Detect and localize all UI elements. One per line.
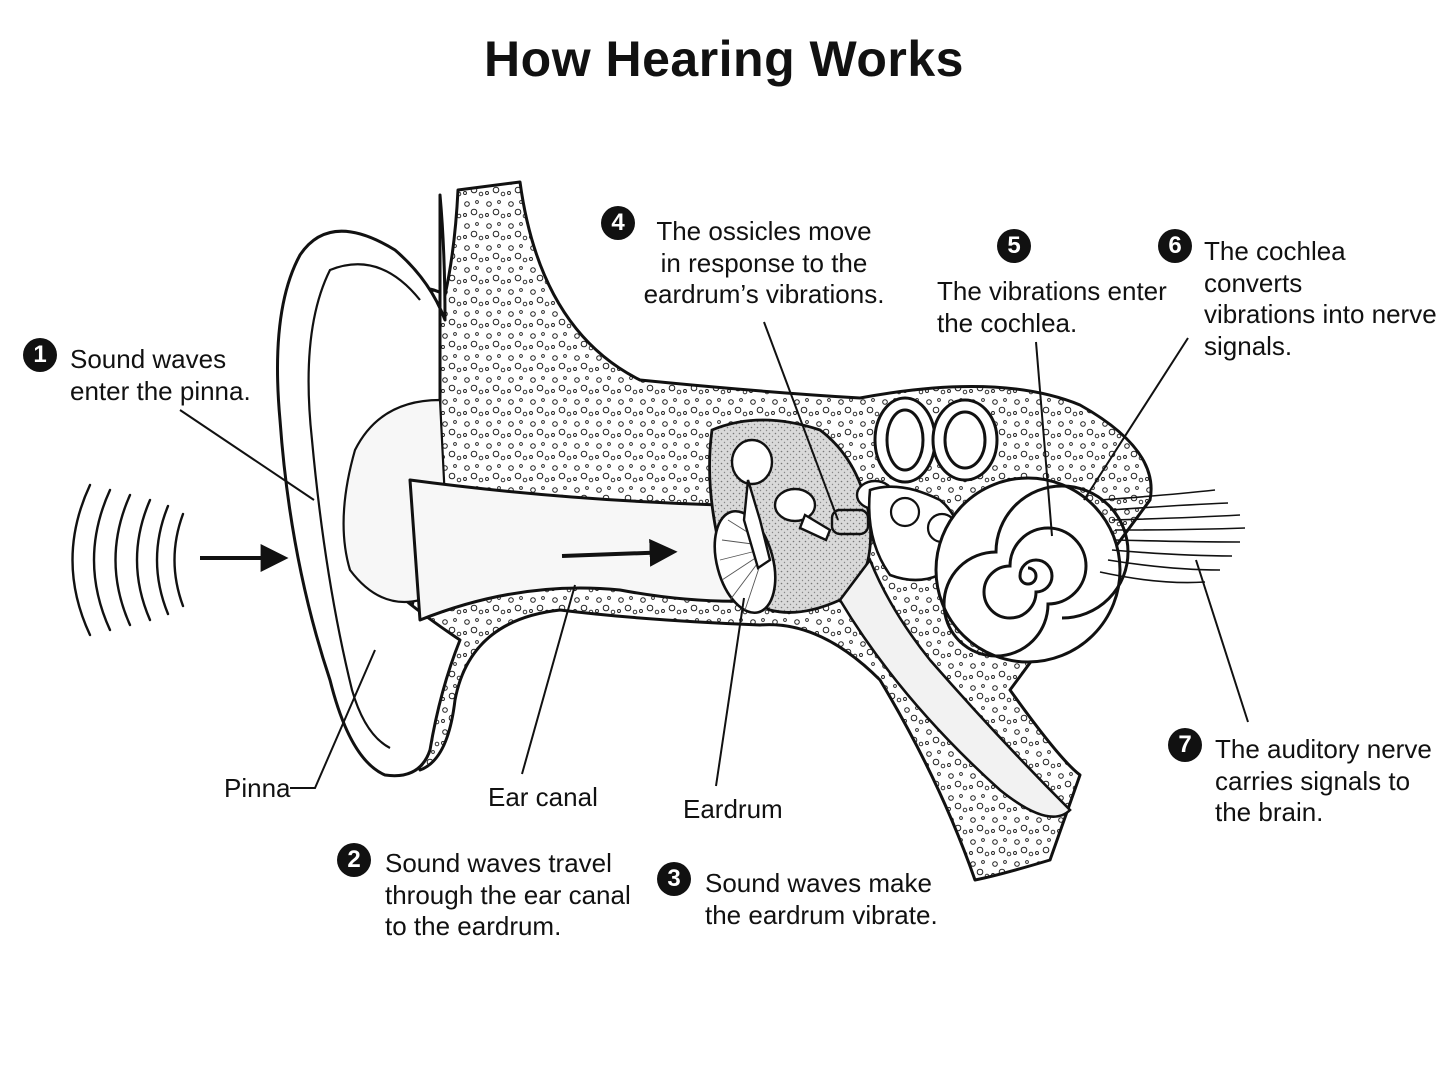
cochlea-shell bbox=[934, 476, 1122, 664]
step-5-line-2: the cochlea. bbox=[937, 307, 1078, 338]
step-1-line-1: Sound waves bbox=[70, 344, 227, 374]
step-4-line-3: eardrum’s vibrations. bbox=[643, 279, 885, 309]
step-4-text: The ossicles move in response to the ear… bbox=[636, 216, 892, 311]
eardrum-label: Eardrum bbox=[683, 794, 783, 824]
pinna-label: Pinna bbox=[224, 773, 291, 803]
semicircular-canals bbox=[873, 396, 999, 484]
eustachian-tube bbox=[838, 557, 1072, 818]
step-6-badge: 6 bbox=[1158, 229, 1192, 263]
step-1-line-2: enter the pinna. bbox=[70, 375, 251, 406]
ear-canal-shape bbox=[408, 478, 772, 622]
step-2-line-3: to the eardrum. bbox=[385, 911, 562, 941]
sound-waves-icon bbox=[71, 483, 185, 637]
step-5-text: The vibrations enter the cochlea. bbox=[937, 276, 1167, 339]
step-5-line-1: The vibrations enter bbox=[937, 276, 1167, 306]
ear-canal-label: Ear canal bbox=[488, 782, 598, 812]
step-2-line-1: Sound waves travel bbox=[385, 848, 612, 878]
step-7-badge: 7 bbox=[1168, 728, 1202, 762]
step-7-line-3: the brain. bbox=[1215, 797, 1324, 827]
incus bbox=[773, 487, 817, 523]
leader-lines bbox=[179, 321, 1249, 789]
step-3-line-1: Sound waves make bbox=[705, 868, 932, 898]
step-7-line-2: carries signals to bbox=[1215, 765, 1411, 796]
step-4-line-2: in response to the bbox=[660, 247, 868, 278]
step-2-badge: 2 bbox=[337, 843, 371, 877]
canal-arrow-icon bbox=[561, 538, 678, 567]
step-2-text: Sound waves travel through the ear canal… bbox=[385, 848, 631, 943]
step-6-line-3: signals. bbox=[1204, 330, 1293, 361]
step-7-line-1: The auditory nerve bbox=[1215, 734, 1432, 764]
step-6-line-2: vibrations into nerve bbox=[1204, 299, 1437, 329]
step-2-line-2: through the ear canal bbox=[385, 879, 631, 910]
step-4-badge: 4 bbox=[601, 206, 635, 240]
malleus bbox=[730, 438, 774, 486]
step-6-text: The cochlea converts vibrations into ner… bbox=[1204, 236, 1448, 362]
step-5-badge: 5 bbox=[997, 229, 1031, 263]
step-3-badge: 3 bbox=[657, 862, 691, 896]
step-1-text: Sound waves enter the pinna. bbox=[70, 344, 251, 407]
step-6-line-1: The cochlea converts bbox=[1204, 236, 1346, 298]
step-4-line-1: The ossicles move bbox=[656, 216, 872, 246]
helix-fold bbox=[307, 263, 421, 749]
step-3-text: Sound waves make the eardrum vibrate. bbox=[705, 868, 938, 931]
auditory-nerve bbox=[1099, 489, 1246, 584]
stapes bbox=[830, 508, 870, 536]
step-1-badge: 1 bbox=[23, 338, 57, 372]
step-3-line-2: the eardrum vibrate. bbox=[705, 899, 938, 930]
page-title: How Hearing Works bbox=[484, 31, 964, 87]
step-7-text: The auditory nerve carries signals to th… bbox=[1215, 734, 1432, 829]
